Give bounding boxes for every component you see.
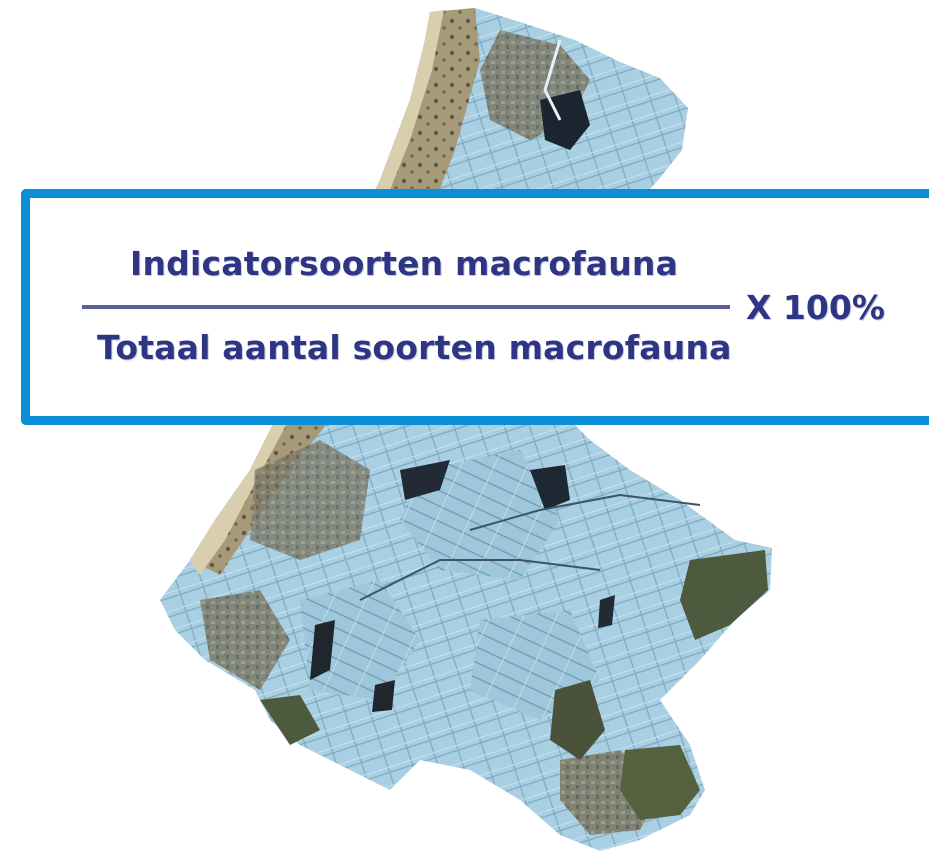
- forest-area: [620, 745, 700, 820]
- formula-denominator: Totaal aantal soorten macrofauna: [97, 328, 732, 367]
- formula-numerator: Indicatorsoorten macrofauna: [130, 244, 679, 283]
- waterway: [543, 39, 562, 121]
- formula-box: Indicatorsoorten macrofauna Totaal aanta…: [21, 189, 929, 425]
- waterway: [469, 493, 701, 531]
- region-shape: [160, 8, 772, 851]
- formula-multiplier: X 100%: [746, 288, 885, 327]
- urban-area: [200, 590, 290, 690]
- urban-area: [250, 440, 370, 560]
- fraction-line: [82, 305, 730, 309]
- forest-area: [550, 680, 605, 760]
- water-body: [310, 620, 335, 680]
- waterway: [359, 559, 601, 601]
- beach-strip: [190, 10, 444, 575]
- water-body: [400, 460, 450, 500]
- forest-area: [680, 550, 768, 640]
- water-body: [598, 595, 615, 628]
- water-body: [372, 680, 395, 712]
- forest-area: [260, 695, 320, 745]
- water-body: [530, 465, 570, 510]
